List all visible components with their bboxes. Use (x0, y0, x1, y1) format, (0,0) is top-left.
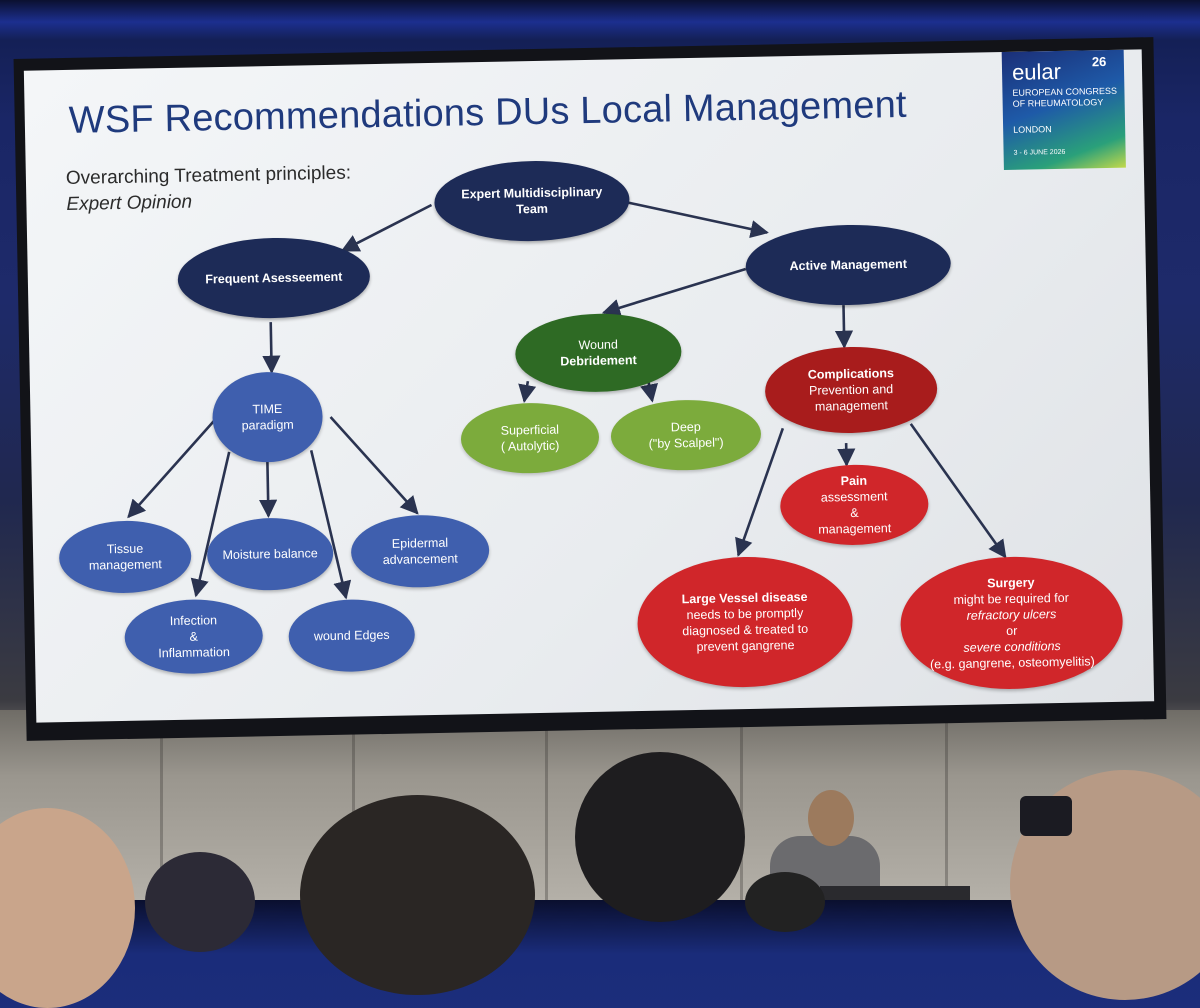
speaker-head (808, 790, 854, 846)
podium (820, 886, 970, 900)
phone-in-hand (1020, 796, 1072, 836)
audience-foreground (0, 0, 1200, 900)
audience-head (145, 852, 255, 952)
audience-head (0, 808, 135, 1008)
audience-head (300, 795, 535, 995)
audience-head (745, 872, 825, 932)
audience-head (575, 752, 745, 922)
